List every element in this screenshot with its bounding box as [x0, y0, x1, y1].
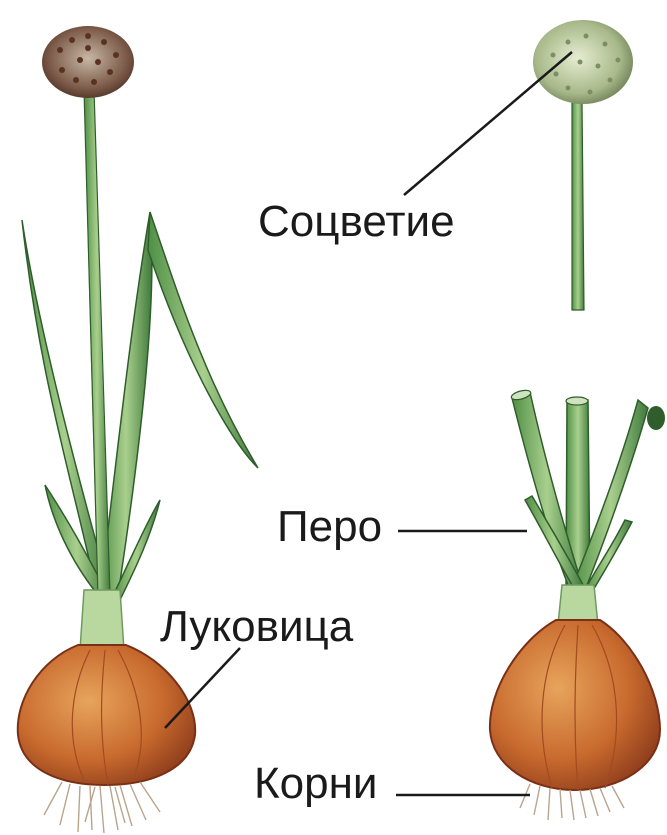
bulb-label: Луковица: [160, 605, 353, 649]
right-onion-plant: [490, 20, 665, 820]
inflorescence-leader-line: [404, 52, 572, 195]
left-roots: [44, 782, 160, 833]
left-onion-plant: [18, 26, 258, 833]
roots-label: Корни: [254, 762, 377, 806]
left-leaf-3: [148, 212, 258, 468]
right-flower-stalk: [572, 100, 584, 310]
inflorescence-label: Соцветие: [258, 200, 455, 244]
left-bulb-neck: [80, 590, 124, 650]
feather-label: Перо: [277, 505, 382, 549]
left-bulb: [18, 645, 195, 785]
